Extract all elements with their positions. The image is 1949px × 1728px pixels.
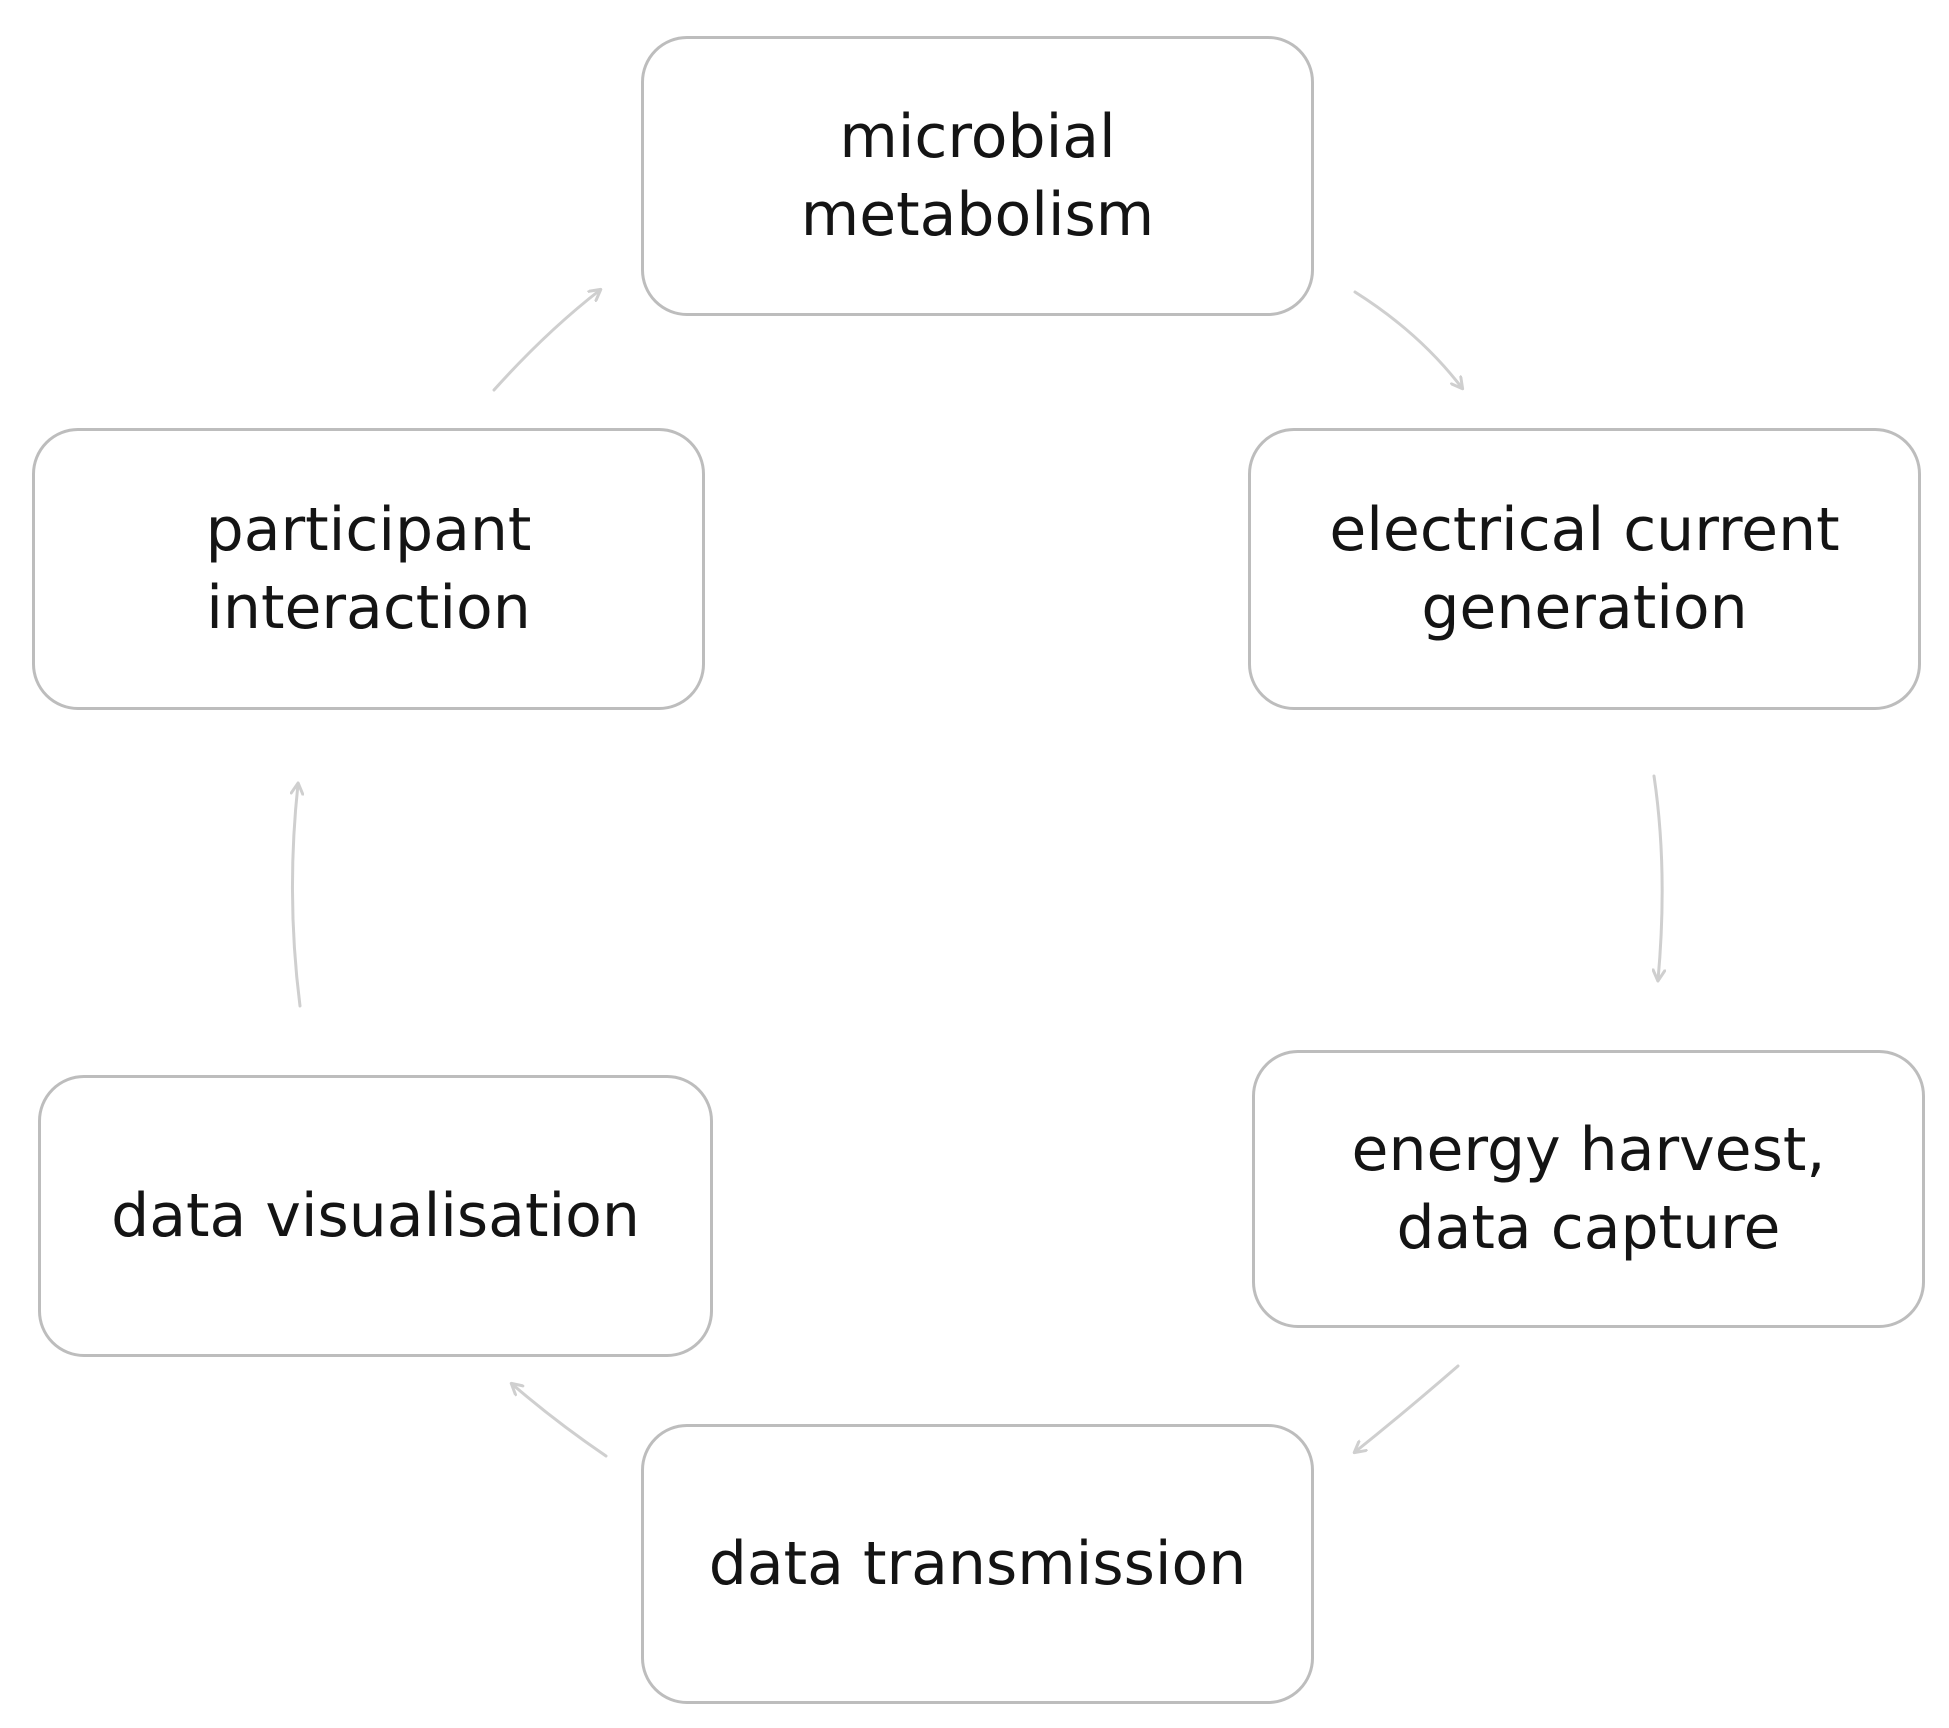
node-energy-harvest-data-capture: energy harvest, data capture: [1252, 1050, 1925, 1328]
node-label-line: participant: [205, 495, 532, 565]
node-participant-interaction: participant interaction: [32, 428, 705, 710]
arrow-electrical-to-energy: [1654, 774, 1662, 980]
node-electrical-current-generation: electrical current generation: [1248, 428, 1921, 710]
arrow-transmission-to-visualisation: [512, 1384, 608, 1458]
node-label-line: data transmission: [708, 1529, 1247, 1599]
node-label-line: interaction: [206, 573, 531, 643]
arrow-energy-to-transmission: [1355, 1364, 1460, 1452]
node-label-line: generation: [1421, 573, 1748, 643]
node-label-line: data capture: [1396, 1193, 1781, 1263]
arrow-participant-to-microbial: [492, 290, 600, 392]
node-label-line: electrical current: [1329, 495, 1840, 565]
node-data-visualisation: data visualisation: [38, 1075, 713, 1357]
arrow-microbial-to-electrical: [1353, 290, 1462, 388]
node-microbial-metabolism: microbial metabolism: [641, 36, 1314, 316]
node-data-transmission: data transmission: [641, 1424, 1314, 1704]
node-label-line: microbial: [839, 102, 1116, 172]
arrow-visualisation-to-participant: [292, 784, 300, 1008]
node-label-line: energy harvest,: [1351, 1115, 1826, 1185]
node-label-line: data visualisation: [111, 1181, 640, 1251]
node-label-line: metabolism: [800, 180, 1155, 250]
